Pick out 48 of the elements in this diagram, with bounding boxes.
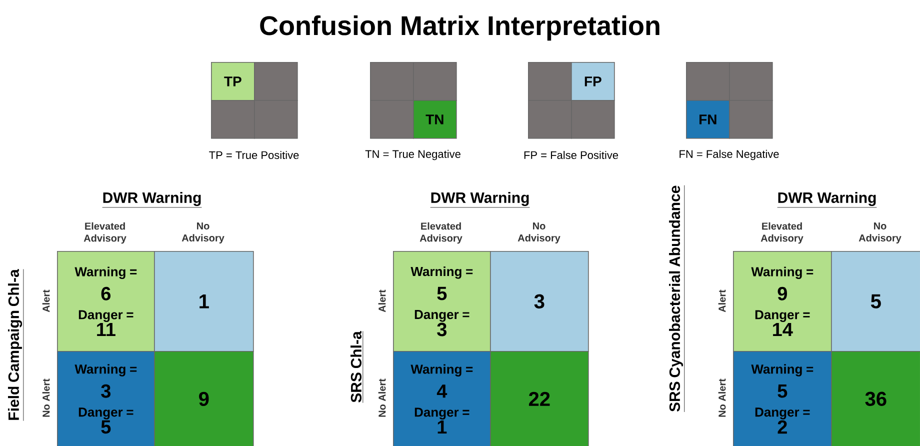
matrix-cell bbox=[211, 100, 255, 139]
matrix-cell: TN bbox=[413, 100, 457, 139]
axis-title: DWR Warning bbox=[102, 192, 202, 208]
matrix-cell bbox=[370, 100, 414, 139]
column-label: Elevated Advisory bbox=[760, 222, 804, 244]
matrix-cell: 1 bbox=[154, 251, 254, 352]
matrix-cell bbox=[686, 62, 730, 101]
column-label: Elevated Advisory bbox=[420, 222, 462, 244]
axis-title: SRS Cyanobacterial Abundance bbox=[669, 185, 685, 412]
matrix-cell bbox=[370, 62, 414, 101]
matrix-cell: Warning = 9 Danger = 14 bbox=[733, 251, 832, 352]
matrix-cell: Warning = 5 Danger = 2 bbox=[733, 351, 832, 446]
matrix-cell: 5 bbox=[831, 251, 920, 352]
matrix-cell: Warning = 5 Danger = 3 bbox=[393, 251, 491, 352]
column-label: No Advisory bbox=[858, 222, 902, 244]
matrix-cell: FN bbox=[686, 100, 730, 139]
row-label: No Alert bbox=[42, 378, 50, 417]
matrix-cell: Warning = 6 Danger = 11 bbox=[57, 251, 155, 352]
axis-title: DWR Warning bbox=[430, 192, 530, 208]
legend-caption: TN = True Negative bbox=[365, 150, 460, 160]
matrix-cell: 3 bbox=[490, 251, 589, 352]
matrix-cell: 9 bbox=[154, 351, 254, 446]
row-label: No Alert bbox=[378, 378, 386, 417]
axis-title: DWR Warning bbox=[777, 192, 877, 208]
matrix-cell: Warning = 3 Danger = 5 bbox=[57, 351, 155, 446]
axis-title: SRS Chl-a bbox=[350, 330, 364, 404]
matrix-cell bbox=[571, 100, 615, 139]
legend-caption: TP = True Positive bbox=[209, 150, 299, 160]
matrix-cell: Warning = 4 Danger = 1 bbox=[393, 351, 491, 446]
legend-caption: FP = False Positive bbox=[524, 150, 618, 160]
title: Confusion Matrix Interpretation bbox=[260, 15, 660, 41]
column-label: No Advisory bbox=[182, 222, 224, 244]
matrix-cell: 22 bbox=[490, 351, 589, 446]
matrix-cell: 36 bbox=[831, 351, 920, 446]
matrix-cell bbox=[528, 100, 572, 139]
matrix-cell bbox=[413, 62, 457, 101]
matrix-cell bbox=[254, 100, 298, 139]
matrix-cell bbox=[528, 62, 572, 101]
axis-title: Field Campaign Chl-a bbox=[8, 268, 24, 422]
column-label: No Advisory bbox=[518, 222, 560, 244]
matrix-cell: TP bbox=[211, 62, 255, 101]
matrix-cell: FP bbox=[571, 62, 615, 101]
row-label: No Alert bbox=[718, 378, 726, 417]
column-label: Elevated Advisory bbox=[84, 222, 126, 244]
matrix-cell bbox=[729, 100, 773, 139]
legend-caption: FN = False Negative bbox=[680, 150, 779, 160]
matrix-cell bbox=[254, 62, 298, 101]
matrix-cell bbox=[729, 62, 773, 101]
